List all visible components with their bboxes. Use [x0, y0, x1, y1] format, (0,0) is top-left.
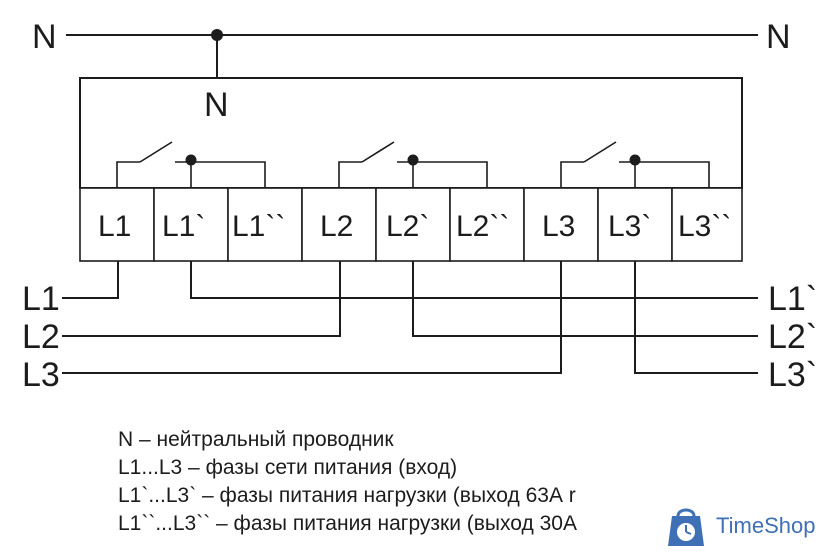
terminal-label: L3 [542, 210, 575, 243]
output-wire-L2 [412, 261, 758, 337]
terminal-L3-out2 [671, 187, 743, 262]
output-wire-L3 [634, 261, 758, 374]
terminal-label: L2 [320, 210, 353, 243]
legend-item: N – нейтральный проводник [118, 428, 394, 451]
input-wire-L1 [62, 261, 119, 299]
watermark: TimeShop [660, 496, 840, 556]
input-label-L2: L2 [22, 318, 60, 356]
terminal-label: L1` [162, 210, 205, 243]
input-wire-L3 [62, 261, 562, 374]
output-label-L2: L2` [768, 318, 817, 356]
device-body [79, 77, 743, 189]
neutral-left-label: N [32, 18, 57, 56]
input-label-L1: L1 [22, 280, 60, 318]
terminal-L3 [523, 187, 599, 262]
input-label-L3: L3 [22, 356, 60, 394]
legend-item: L1``...L3`` – фазы питания нагрузки (вых… [118, 512, 577, 535]
terminal-label: L1 [98, 210, 131, 243]
output-wire-L1 [190, 261, 758, 299]
output-label-L1: L1` [768, 280, 817, 318]
terminal-L3-out1 [597, 187, 673, 262]
watermark-brand: TimeShop [716, 513, 816, 538]
relay-switch-3 [560, 141, 710, 188]
legend: N – нейтральный проводник L1...L3 – фазы… [118, 426, 577, 538]
clock-shopping-bag-icon [668, 508, 704, 546]
terminal-label: L1`` [232, 210, 285, 243]
terminal-block: L1 L1` L1`` L2 L2` L2`` L3 L3` L3`` [79, 187, 743, 262]
legend-item: L1...L3 – фазы сети питания (вход) [118, 456, 458, 479]
legend-item: L1`...L3` – фазы питания нагрузки (выход… [118, 484, 576, 507]
terminal-label: L2`` [456, 210, 509, 243]
terminal-label: L3` [608, 210, 651, 243]
terminal-L1-out2 [227, 187, 303, 262]
relay-switch-2 [338, 141, 488, 188]
terminal-L2-out2 [449, 187, 525, 262]
terminal-label: L3`` [678, 210, 731, 243]
input-wire-L2 [62, 261, 341, 337]
neutral-right-label: N [766, 18, 791, 56]
relay-switch-1 [116, 141, 266, 188]
terminal-label: L2` [386, 210, 429, 243]
output-label-L3: L3` [768, 356, 817, 394]
neutral-device-label: N [204, 86, 229, 124]
